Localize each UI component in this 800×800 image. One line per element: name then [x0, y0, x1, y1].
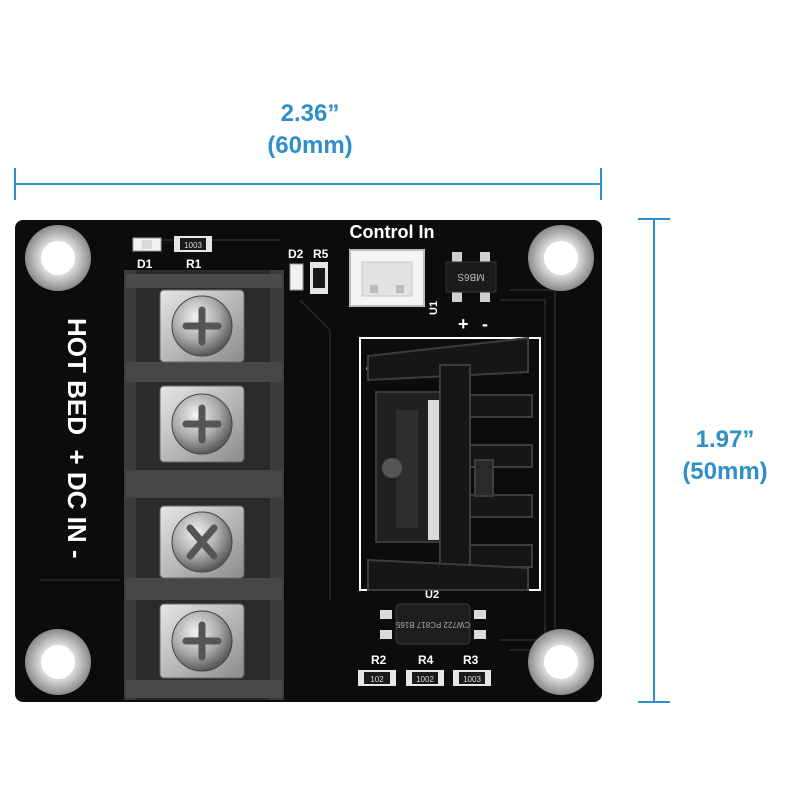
code-r3: 1003	[463, 675, 481, 684]
mosfet-q1	[375, 391, 447, 543]
label-r5: R5	[313, 247, 329, 261]
mounting-hole-top-left	[25, 225, 91, 291]
control-in-label: Control In	[350, 222, 435, 242]
optocoupler-u2: CW722 PC817 B165	[380, 603, 486, 645]
width-dimension-label: 2.36” (60mm)	[210, 98, 410, 162]
mounting-hole-bottom-right	[528, 629, 594, 695]
label-d2: D2	[288, 247, 304, 261]
minus-sign-top: -	[482, 314, 488, 334]
plus-sign-top: +	[458, 314, 469, 334]
mounting-hole-top-right	[528, 225, 594, 291]
terminal-screw-4	[159, 603, 245, 679]
terminal-screw-3	[159, 505, 245, 579]
label-u2: U2	[425, 589, 439, 601]
height-inches: 1.97”	[695, 426, 755, 453]
heatsink	[367, 336, 533, 591]
hot-bed-dc-in-label: HOT BED + DC IN -	[62, 318, 92, 559]
chip-optocoupler-text: CW722 PC817 B165	[395, 620, 470, 629]
terminal-screw-1	[159, 289, 245, 363]
label-r1: R1	[186, 257, 202, 271]
height-millimeters: (50mm)	[682, 458, 768, 485]
led-d2	[289, 263, 304, 291]
resistor-r2: 102	[358, 670, 396, 686]
code-r4: 1002	[416, 675, 434, 684]
height-dimension-line	[638, 218, 670, 703]
resistor-r4: 1002	[406, 670, 444, 686]
code-r2: 102	[370, 675, 384, 684]
bridge-rectifier-mb6s: MB6S	[445, 252, 497, 302]
label-r3: R3	[463, 653, 479, 667]
width-inches: 2.36”	[280, 100, 340, 127]
label-r4: R4	[418, 653, 434, 667]
resistor-r3: 1003	[453, 670, 491, 686]
chip-mb6s-text: MB6S	[457, 271, 485, 282]
control-in-connector	[349, 249, 425, 307]
terminal-screw-2	[159, 385, 245, 463]
label-u1: U1	[428, 301, 440, 315]
label-r2: R2	[371, 653, 387, 667]
width-dimension-line	[14, 168, 602, 200]
mounting-hole-bottom-left	[25, 629, 91, 695]
height-dimension-label: 1.97” (50mm)	[660, 424, 790, 488]
code-r1: 1003	[184, 241, 202, 250]
width-millimeters: (60mm)	[267, 132, 353, 159]
label-d1: D1	[137, 257, 153, 271]
